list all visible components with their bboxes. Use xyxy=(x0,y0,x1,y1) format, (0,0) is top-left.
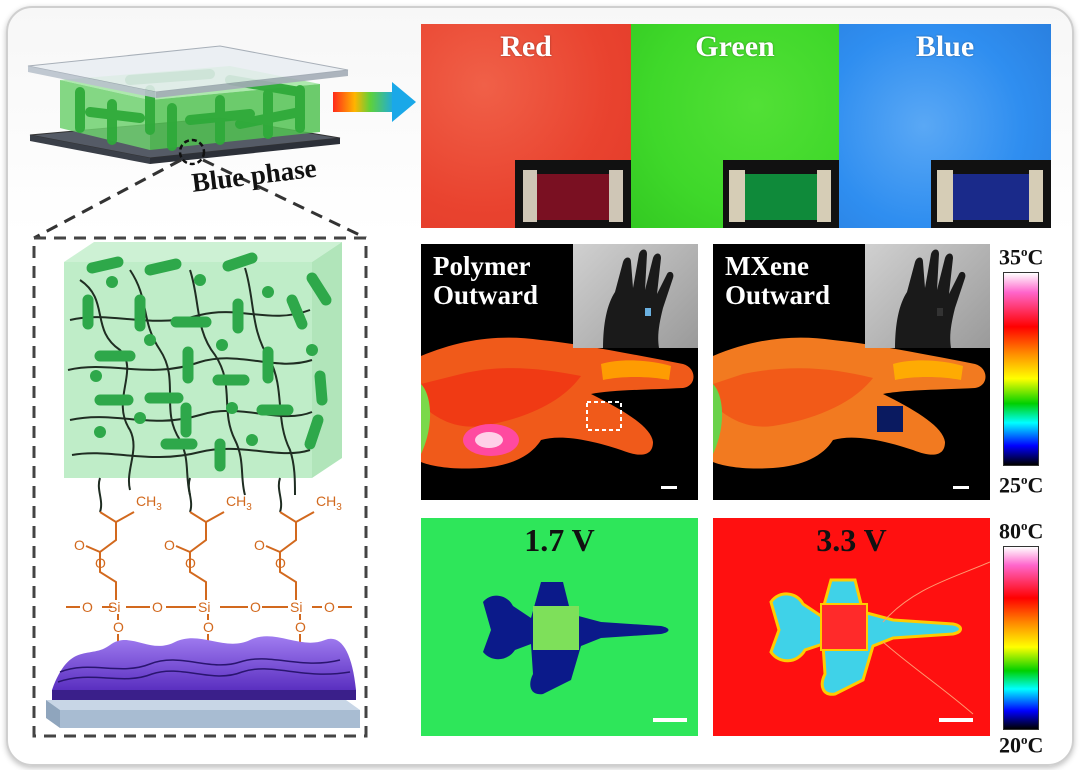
ester-o-3: O xyxy=(275,555,286,571)
surface-o-3: O xyxy=(295,619,306,635)
plane-thermal-3-3v: 3.3 V xyxy=(713,518,990,736)
colorbar-min-25: 25oC xyxy=(999,472,1044,498)
blue-panel: Blue xyxy=(839,24,1051,228)
colorbar-max-35: 35oC xyxy=(999,244,1044,270)
blue-phase-schematic: CH3 CH3 CH3 O O O O O O O Si O Si O Si O… xyxy=(27,45,416,738)
ester-o-2: O xyxy=(185,555,196,571)
liquid-crystal-network xyxy=(64,242,342,513)
plane-thermal-1-7v: 1.7 V xyxy=(421,518,698,736)
mxene-glove-photo xyxy=(865,244,990,348)
carbonyl-o-2: O xyxy=(164,537,175,553)
green-panel: Green xyxy=(631,24,839,228)
red-sample-photo xyxy=(515,160,631,228)
methyl-group-2: CH3 xyxy=(226,493,252,513)
silicon-2: Si xyxy=(198,599,210,615)
polymer-outward-thermal-image: Polymer Outward xyxy=(421,244,698,500)
mxene-outward-label: MXene Outward xyxy=(725,251,831,310)
backbone-o-4: O xyxy=(324,599,335,615)
silane-linker-structure xyxy=(66,511,352,644)
mxene-outward-thermal-image: MXene Outward xyxy=(713,244,990,500)
surface-o-2: O xyxy=(203,619,214,635)
surface-o-1: O xyxy=(113,619,124,635)
backbone-o-1: O xyxy=(82,599,93,615)
carbonyl-o-3: O xyxy=(254,537,265,553)
colorbar-min-20: 20oC xyxy=(999,732,1044,758)
blue-label: Blue xyxy=(915,30,975,63)
blue-sample-photo xyxy=(931,160,1051,228)
mxene-substrate xyxy=(46,636,360,728)
methyl-group-3: CH3 xyxy=(316,493,342,513)
silicon-1: Si xyxy=(108,599,120,615)
red-label: Red xyxy=(500,30,552,63)
colorbar-max-80: 80oC xyxy=(999,518,1044,544)
backbone-o-3: O xyxy=(250,599,261,615)
color-arrow xyxy=(333,82,416,122)
backbone-o-2: O xyxy=(152,599,163,615)
zoom-circle xyxy=(178,138,206,166)
silicon-3: Si xyxy=(290,599,302,615)
polymer-outward-label: Polymer Outward xyxy=(433,251,539,310)
green-label: Green xyxy=(695,30,775,63)
polymer-glove-photo xyxy=(573,244,698,348)
ester-o-1: O xyxy=(95,555,106,571)
temperature-colorbar-20-80 xyxy=(1003,546,1039,730)
zoom-box xyxy=(32,236,368,738)
voltage-1-7-label: 1.7 V xyxy=(524,522,595,558)
voltage-3-3-label: 3.3 V xyxy=(816,522,887,558)
methyl-group-1: CH3 xyxy=(136,493,162,513)
green-sample-photo xyxy=(723,160,839,228)
cell-device xyxy=(27,45,349,164)
red-panel: Red xyxy=(421,24,631,228)
temperature-colorbar-25-35 xyxy=(1003,272,1039,466)
carbonyl-o-1: O xyxy=(74,537,85,553)
